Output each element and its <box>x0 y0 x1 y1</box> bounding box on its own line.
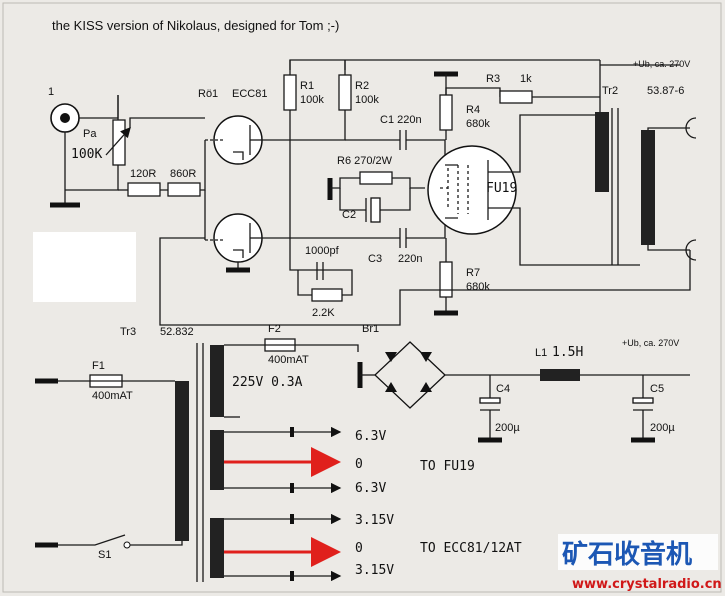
tr2-core <box>611 108 619 265</box>
tr2-name: Tr2 <box>602 85 618 97</box>
resistor-2k2 <box>311 288 343 302</box>
capacitor-c1-label: C1 220n <box>380 114 422 126</box>
potentiometer-pa <box>112 119 126 166</box>
heater-2-bot: 3.15V <box>355 563 394 578</box>
speaker-terminal-top <box>685 117 697 139</box>
resistor-r4 <box>439 94 453 131</box>
capacitor-c2-label: C2 <box>342 209 356 221</box>
feedback-wire <box>159 237 691 326</box>
resistor-r4-value: 680k <box>466 118 490 130</box>
heater-2-top: 3.15V <box>355 513 394 528</box>
capacitor-1000pf-label: 1000pf <box>305 245 340 257</box>
ecc81-triode-upper <box>205 115 263 165</box>
tube1-name: Rö1 <box>198 88 218 100</box>
choke-l1-name: L1 <box>535 347 547 359</box>
tr3-core <box>196 343 204 582</box>
fu19-tube <box>427 114 640 266</box>
tr2-secondary-winding <box>641 130 655 245</box>
resistor-r1-name: R1 <box>300 80 314 92</box>
speaker-terminal-bottom <box>685 239 697 261</box>
switch-s1 <box>58 534 183 546</box>
heater-1-top: 6.3V <box>355 429 386 444</box>
input-number: 1 <box>48 86 54 98</box>
capacitor-c3-value: 220n <box>398 253 422 265</box>
heater-2-destination: TO ECC81/12AT <box>420 541 522 556</box>
resistor-r4-name: R4 <box>466 104 480 116</box>
resistor-r7-value: 680k <box>466 281 490 293</box>
resistor-860r-label: 860R <box>170 168 196 180</box>
resistor-r7-name: R7 <box>466 267 480 279</box>
tr3-value: 52.832 <box>160 326 194 338</box>
resistor-2k2-label: 2.2K <box>312 307 335 319</box>
capacitor-c5-name: C5 <box>650 383 664 395</box>
resistor-r1-value: 100k <box>300 94 324 106</box>
fuse-f1-value: 400mAT <box>92 390 133 402</box>
resistor-120r-label: 120R <box>130 168 156 180</box>
tr2-primary-winding <box>595 112 609 192</box>
input-jack <box>50 103 80 133</box>
tube1-type: ECC81 <box>232 88 267 100</box>
diagram-title: the KISS version of Nikolaus, designed f… <box>52 18 339 33</box>
ecc81-triode-lower <box>205 213 263 263</box>
resistor-r3 <box>499 90 533 104</box>
capacitor-c4 <box>479 397 501 404</box>
capacitor-c4-name: C4 <box>496 383 510 395</box>
choke-l1 <box>540 369 580 381</box>
resistor-120r <box>127 182 161 197</box>
resistor-r2-name: R2 <box>355 80 369 92</box>
resistor-r2 <box>338 74 352 111</box>
capacitor-c4-value: 200µ <box>495 422 520 434</box>
heater-2-mid: 0 <box>355 541 363 556</box>
pot-value: 100K <box>71 147 102 162</box>
blank-patch <box>33 232 136 302</box>
resistor-r3-value: 1k <box>520 73 532 85</box>
hv-secondary-label: 225V 0.3A <box>232 375 303 390</box>
capacitor-c5-value: 200µ <box>650 422 675 434</box>
resistor-r2-value: 100k <box>355 94 379 106</box>
resistor-r6 <box>359 171 393 185</box>
supply-top-label: +Ub, ca. 270V <box>633 59 690 69</box>
tr3-hv-winding <box>210 345 224 417</box>
tr3-heater-winding-2 <box>210 518 224 578</box>
heater-1-mid: 0 <box>355 457 363 472</box>
fuse-f1-name: F1 <box>92 360 105 372</box>
tube2-type: FU19 <box>486 181 517 196</box>
tr3-heater-winding-1 <box>210 430 224 490</box>
watermark-url: www.crystalradio.cn <box>572 577 722 592</box>
resistor-r1 <box>283 74 297 111</box>
bridge-rectifier-br1 <box>374 341 446 409</box>
fuse-f2-name: F2 <box>268 323 281 335</box>
tr2-value: 53.87-6 <box>647 85 684 97</box>
heater-1-destination: TO FU19 <box>420 459 475 474</box>
tr3-name: Tr3 <box>120 326 136 338</box>
resistor-r7 <box>439 261 453 298</box>
fuse-f2-value: 400mAT <box>268 354 309 366</box>
tr3-primary-winding <box>175 381 189 541</box>
resistor-r3-name: R3 <box>486 73 500 85</box>
switch-s1-label: S1 <box>98 549 111 561</box>
pot-ground-wire <box>65 165 119 191</box>
capacitor-c3 <box>399 228 407 248</box>
input-signal-wire <box>79 95 119 119</box>
heater-1-bot: 6.3V <box>355 481 386 496</box>
resistor-r6-label: R6 270/2W <box>337 155 393 167</box>
capacitor-c3-name: C3 <box>368 253 382 265</box>
pot-name: Pa <box>83 128 97 140</box>
watermark-chinese: 矿石收音机 <box>562 539 692 570</box>
supply-psu-label: +Ub, ca. 270V <box>622 338 679 348</box>
choke-l1-value: 1.5H <box>552 345 583 360</box>
pot-wiper-arrow <box>105 127 131 156</box>
bridge-label: Br1 <box>362 323 379 335</box>
capacitor-c1 <box>399 130 407 150</box>
resistor-860r <box>167 182 201 197</box>
capacitor-1000pf <box>316 262 324 280</box>
capacitor-c5 <box>632 397 654 404</box>
